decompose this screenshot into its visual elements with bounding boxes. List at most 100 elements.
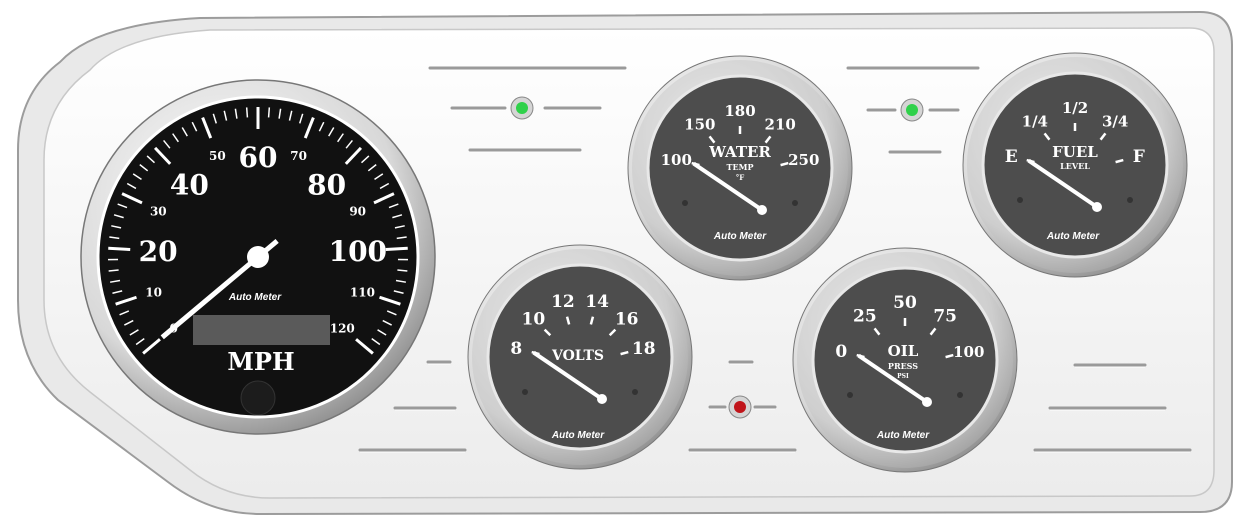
water_gauge-label: 250: [788, 151, 819, 169]
indicator-light-red: [734, 401, 746, 413]
fuel-gauge-brand: Auto Meter: [1046, 231, 1100, 242]
speedometer-tick: [234, 108, 238, 119]
fuel_gauge-tick: [1115, 158, 1124, 164]
oil-gauge-brand: Auto Meter: [876, 430, 930, 441]
speedometer-tick: [212, 113, 218, 124]
water_gauge-label: 100: [661, 151, 692, 169]
speedometer-tick: [121, 192, 143, 205]
speedometer-tick: [395, 279, 406, 283]
speedometer-minor-label: 90: [349, 205, 366, 219]
water_gauge-tick: [780, 161, 789, 167]
speedometer-major-label: 80: [307, 168, 346, 201]
volts_gauge-needle-hub: [597, 394, 607, 404]
speedometer-tick: [298, 113, 304, 124]
water_gauge-needle: [692, 161, 764, 212]
speedometer-tick: [303, 117, 315, 139]
fuel_gauge-needle: [1027, 158, 1099, 209]
speedometer-tick: [117, 203, 128, 209]
volts_gauge-label: 14: [585, 292, 609, 312]
water_gauge-face: [646, 74, 834, 262]
water-gauge-subtitle: TEMP: [727, 162, 754, 172]
fuel_gauge-label: E: [1005, 147, 1018, 167]
volts_gauge-label: 12: [551, 292, 575, 312]
oil_gauge-tick: [945, 353, 954, 359]
fuel-gauge-subtitle: LEVEL: [1060, 161, 1090, 171]
speedometer-unit: MPH: [227, 347, 294, 376]
fuel-gauge-title: FUEL: [1052, 143, 1098, 161]
speedometer-tick: [393, 290, 404, 295]
volts_gauge-label: 8: [510, 339, 522, 359]
oil-gauge-subtitle: PRESS: [888, 361, 918, 371]
volts-gauge-brand: Auto Meter: [551, 430, 605, 441]
speedometer: 2040608010001030507090110120 MPH Auto Me…: [80, 79, 436, 435]
water_gauge-label: 180: [724, 102, 755, 120]
speedometer-tick: [379, 295, 401, 306]
water_gauge-label: 210: [765, 116, 796, 134]
oil_gauge-label: 0: [835, 342, 847, 362]
volts_gauge-tick: [620, 350, 629, 356]
fuel_gauge-label: 3/4: [1102, 113, 1128, 131]
volts_gauge-label: 10: [521, 309, 545, 329]
speedometer-tick: [367, 164, 377, 172]
mount-screw: [847, 392, 853, 398]
oil_gauge-needle: [857, 353, 929, 404]
volts_gauge-tick: [565, 316, 571, 325]
volts_gauge-face: [486, 263, 674, 451]
speedometer-minor-label: 110: [350, 286, 375, 300]
speedometer-tick: [392, 214, 403, 219]
speedometer-tick: [112, 290, 123, 295]
speedometer-tick: [374, 173, 384, 181]
speedometer-tick: [109, 236, 120, 240]
speedometer-tick: [153, 146, 172, 165]
speedometer-tick: [394, 225, 405, 229]
speedometer-needle-hub: [247, 246, 269, 268]
speedometer-tick: [172, 133, 179, 143]
odometer-display: [193, 315, 330, 345]
speedometer-tick: [139, 164, 149, 172]
speedometer-tick: [108, 269, 119, 272]
speedometer-major-label: 40: [170, 168, 209, 201]
fuel_gauge-label: 1/4: [1022, 113, 1048, 131]
oil-gauge-title: OIL: [888, 342, 919, 360]
oil_gauge-label: 75: [933, 307, 957, 327]
speedometer-tick: [397, 269, 408, 272]
speedometer-tick: [108, 246, 131, 252]
speedometer-tick: [337, 133, 344, 143]
speedometer-tick: [355, 338, 374, 355]
volts_gauge-tick: [589, 316, 595, 325]
speedometer-tick: [126, 182, 137, 190]
speedometer-tick: [328, 127, 335, 137]
speedometer-tick: [379, 182, 390, 190]
speedometer-tick: [288, 110, 293, 121]
fuel_gauge-needle-hub: [1092, 202, 1102, 212]
speedometer-tick: [124, 319, 134, 326]
oil_gauge-tick: [929, 327, 937, 336]
speedometer-major-label: 20: [139, 235, 178, 268]
speedometer-tick: [163, 139, 171, 149]
speedometer-tick: [132, 173, 142, 181]
mount-screw: [957, 392, 963, 398]
speedometer-tick: [345, 139, 353, 149]
speedometer-minor-label: 120: [330, 322, 355, 336]
fuel_gauge-label: F: [1133, 147, 1145, 167]
speedometer-minor-label: 50: [209, 149, 226, 163]
speedometer-minor-label: 70: [290, 149, 307, 163]
water_gauge-needle-hub: [757, 205, 767, 215]
speedometer-tick: [181, 127, 188, 137]
speedometer-tick: [318, 121, 325, 132]
water_gauge-tick: [764, 135, 772, 144]
trip-reset-button[interactable]: [240, 380, 276, 416]
water_gauge-tick: [708, 135, 716, 144]
volts_gauge-label: 16: [615, 309, 639, 329]
volts-gauge-title: VOLTS: [551, 348, 604, 364]
indicator-light-green: [906, 104, 918, 116]
speedometer-major-label: 100: [329, 235, 387, 268]
water_gauge-label: 150: [684, 116, 715, 134]
speedometer-minor-label: 30: [150, 205, 167, 219]
speedometer-major-label: 60: [239, 141, 278, 174]
mount-screw: [632, 389, 638, 395]
speedometer-tick: [371, 338, 381, 346]
